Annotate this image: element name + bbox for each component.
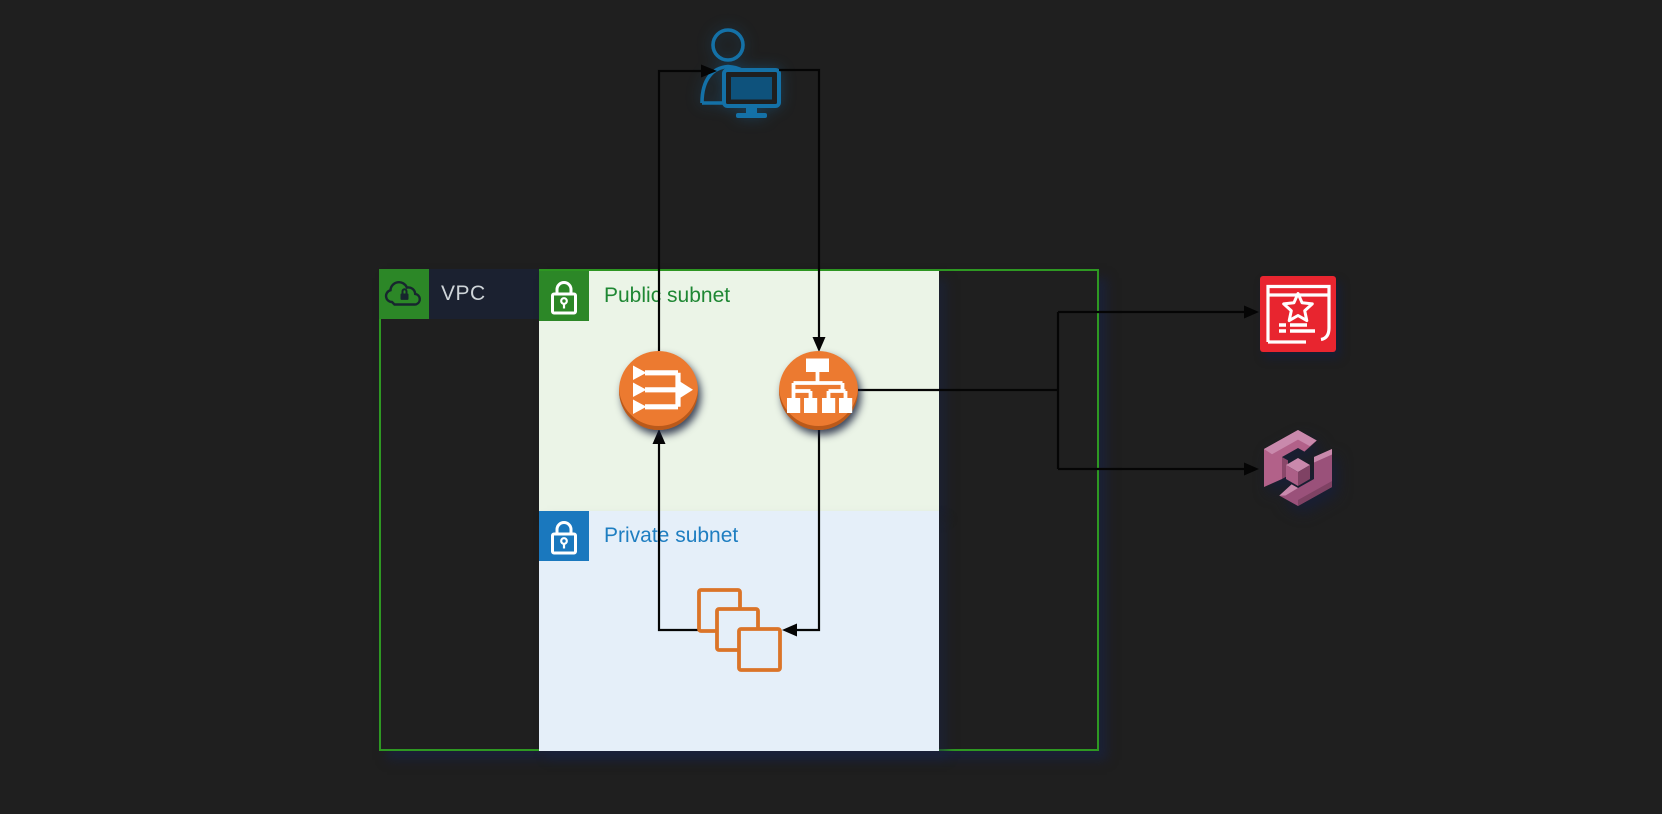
lock-shackle [555,521,573,534]
vpc-cloud-lock-icon[interactable] [379,269,429,319]
cube-frame-3d-icon [1264,430,1332,506]
ec2-instances-node[interactable] [697,588,783,674]
private-subnet-lock-icon [539,511,589,561]
mini-lock-shackle [401,288,408,294]
lock-body [551,292,577,315]
overlapping-squares-icon [697,588,782,672]
keyhole [560,537,568,545]
certificate-star-window-icon [1266,284,1331,344]
public-subnet-label: Public subnet [604,284,731,307]
vpc-label-strip [429,269,539,319]
lock-shackle [555,281,573,294]
keyhole [560,297,568,305]
application-load-balancer-node[interactable] [779,351,858,430]
public-subnet-area[interactable] [539,271,939,511]
public-subnet-lock-icon [539,271,589,321]
alb-node-tree-icon [787,358,853,413]
mini-lock-body [400,293,409,300]
vpc-label: VPC [441,282,486,305]
cloud-shape [384,281,421,306]
arrowhead-to-certificate [1244,305,1259,319]
lock-body [551,532,577,555]
user-with-monitor-icon [700,28,781,118]
certificate-service-node[interactable] [1260,276,1336,352]
elb-merging-arrows-icon [633,365,693,414]
user-node[interactable] [693,27,785,119]
purple-3d-service-node[interactable] [1250,424,1346,514]
elastic-load-balancer-node[interactable] [619,351,698,430]
private-subnet-label: Private subnet [604,524,739,547]
